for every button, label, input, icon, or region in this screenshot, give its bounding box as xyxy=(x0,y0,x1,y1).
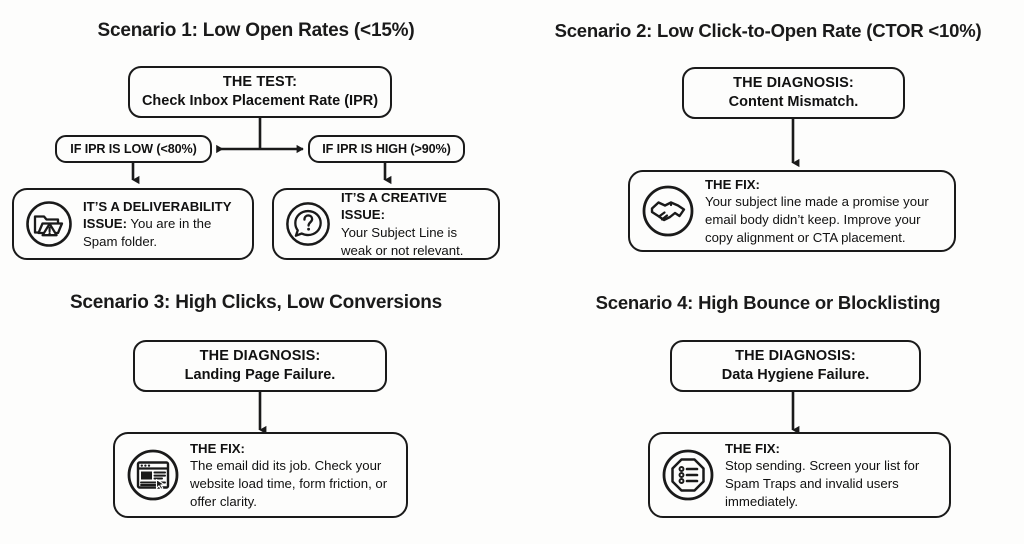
scenario-4-diagnosis-lead: THE DIAGNOSIS: xyxy=(735,347,856,364)
scenario-4-fix-body: Stop sending. Screen your list for Spam … xyxy=(725,458,920,509)
scenario-1-test-text: THE TEST: Check Inbox Placement Rate (IP… xyxy=(142,73,378,111)
scenario-2-diagnosis-sub: Content Mismatch. xyxy=(728,94,859,110)
scenario-1-outcome-creative[interactable]: IT’S A CREATIVE ISSUE:Your Subject Line … xyxy=(272,188,500,260)
scenario-3-panel: Scenario 3: High Clicks, Low Conversions… xyxy=(0,272,512,544)
scenario-1-test-lead: THE TEST: xyxy=(222,73,298,90)
scenario-2-title: Scenario 2: Low Click-to-Open Rate (CTOR… xyxy=(554,20,982,41)
scenario-1-branch-low-label: IF IPR IS LOW (<80%) xyxy=(70,142,197,156)
scenario-4-diagnosis-node[interactable]: THE DIAGNOSIS: Data Hygiene Failure. xyxy=(670,340,921,392)
scenario-4-fix-card[interactable]: THE FIX: Stop sending. Screen your list f… xyxy=(648,432,951,518)
scenario-1-outcome-creative-body: Your Subject Line is weak or not relevan… xyxy=(341,225,464,258)
scenario-1-test-node[interactable]: THE TEST: Check Inbox Placement Rate (IP… xyxy=(128,66,392,118)
scenario-2-fix-body: Your subject line made a promise your em… xyxy=(705,194,929,245)
scenario-1-branch-high[interactable]: IF IPR IS HIGH (>90%) xyxy=(308,135,465,163)
scenario-3-diagnosis-node[interactable]: THE DIAGNOSIS: Landing Page Failure. xyxy=(133,340,387,392)
scenario-3-fix-body: The email did its job. Check your websit… xyxy=(190,458,388,509)
browser-window-icon xyxy=(125,447,181,503)
scenario-1-outcome-deliverability-text: IT’S A DELIVERABILITY ISSUE: You are in … xyxy=(74,198,242,251)
scenario-1-branch-high-label: IF IPR IS HIGH (>90%) xyxy=(322,142,451,156)
scenario-1-outcome-deliverability[interactable]: IT’S A DELIVERABILITY ISSUE: You are in … xyxy=(12,188,254,260)
scenario-2-diagnosis-text: THE DIAGNOSIS: Content Mismatch. xyxy=(729,74,859,112)
scenario-2-panel: Scenario 2: Low Click-to-Open Rate (CTOR… xyxy=(512,0,1024,272)
scenario-1-outcome-creative-headline: IT’S A CREATIVE ISSUE: xyxy=(341,189,447,223)
scenario-4-diagnosis-text: THE DIAGNOSIS: Data Hygiene Failure. xyxy=(722,347,869,385)
scenario-2-diagnosis-lead: THE DIAGNOSIS: xyxy=(733,74,854,91)
scenario-1-title: Scenario 1: Low Open Rates (<15%) xyxy=(97,20,415,41)
scenario-4-fix-text: THE FIX: Stop sending. Screen your list f… xyxy=(716,440,939,510)
scenario-3-diagnosis-sub: Landing Page Failure. xyxy=(184,367,336,383)
scenario-1-outcome-deliverability-headline: IT’S A DELIVERABILITY ISSUE: xyxy=(83,198,232,232)
scenario-2-diagnosis-node[interactable]: THE DIAGNOSIS: Content Mismatch. xyxy=(682,67,905,119)
scenario-3-fix-headline: THE FIX: xyxy=(190,440,245,456)
scenario-2-fix-card[interactable]: THE FIX: Your subject line made a promise… xyxy=(628,170,956,252)
scenario-1-outcome-creative-text: IT’S A CREATIVE ISSUE:Your Subject Line … xyxy=(332,189,488,259)
scenario-3-fix-card[interactable]: THE FIX: The email did its job. Check you… xyxy=(113,432,408,518)
folder-warning-icon xyxy=(24,199,74,249)
scenario-3-diagnosis-text: THE DIAGNOSIS: Landing Page Failure. xyxy=(185,347,336,385)
scenario-3-fix-text: THE FIX: The email did its job. Check you… xyxy=(181,440,396,510)
handshake-icon xyxy=(640,183,696,239)
scenario-4-diagnosis-sub: Data Hygiene Failure. xyxy=(721,367,870,383)
scenario-4-panel: Scenario 4: High Bounce or Blocklisting … xyxy=(512,272,1024,544)
scenario-3-title: Scenario 3: High Clicks, Low Conversions xyxy=(69,292,443,313)
checklist-octagon-icon xyxy=(660,447,716,503)
scenario-1-panel: Scenario 1: Low Open Rates (<15%) THE TE… xyxy=(0,0,512,272)
scenario-1-test-sub: Check Inbox Placement Rate (IPR) xyxy=(141,93,379,109)
scenario-3-diagnosis-lead: THE DIAGNOSIS: xyxy=(199,347,321,364)
scenario-2-fix-headline: THE FIX: xyxy=(705,176,760,192)
scenario-4-fix-headline: THE FIX: xyxy=(725,440,780,456)
scenario-1-branch-low[interactable]: IF IPR IS LOW (<80%) xyxy=(55,135,212,163)
scenario-2-fix-text: THE FIX: Your subject line made a promise… xyxy=(696,176,944,246)
scenario-1-outcome-deliverability-body: You are in the Spam folder. xyxy=(83,216,212,249)
question-bubble-icon xyxy=(284,200,332,248)
scenario-4-title: Scenario 4: High Bounce or Blocklisting xyxy=(595,292,941,313)
